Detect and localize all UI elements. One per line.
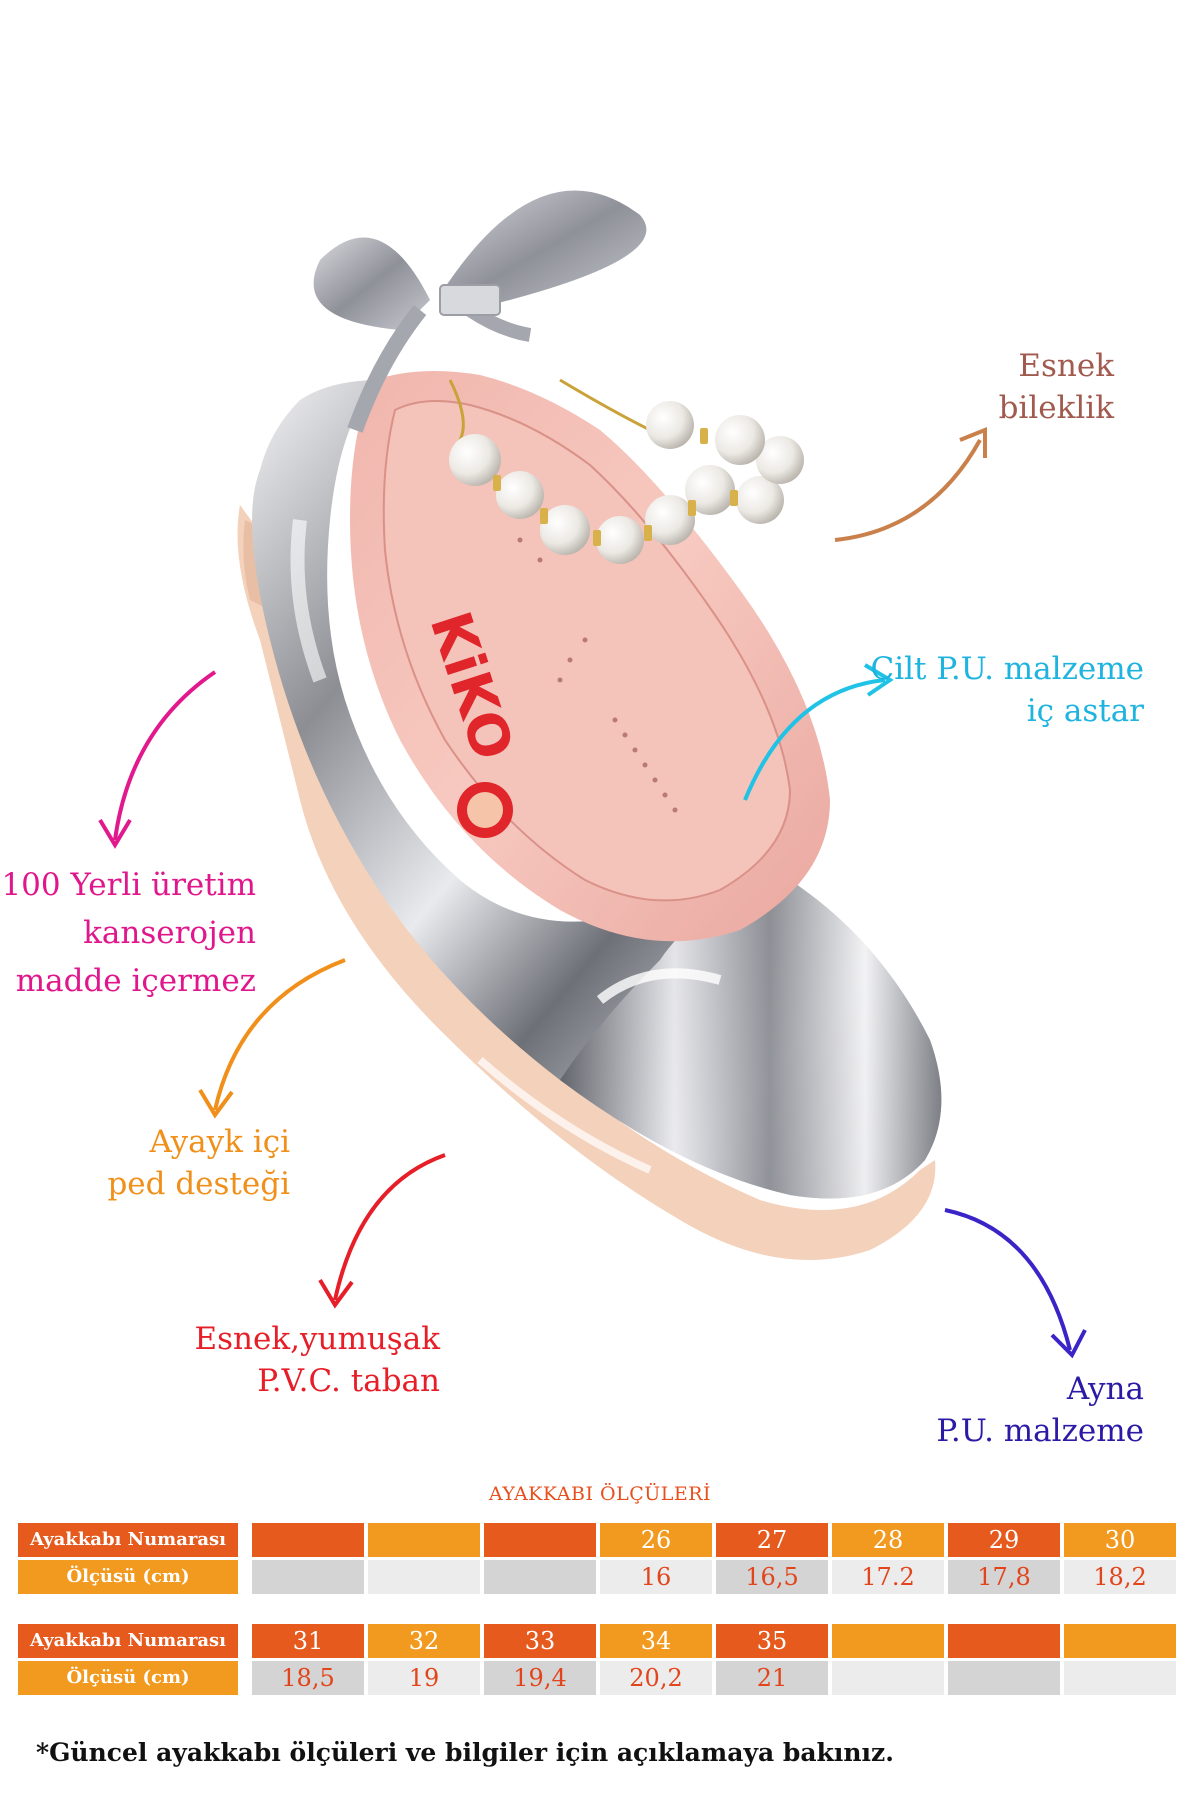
feature-yerli-uretim-line1: %100 Yerli üretim <box>0 867 256 903</box>
size-cm-cell <box>948 1661 1060 1695</box>
size-cm-cell: 16 <box>600 1560 712 1594</box>
size-cm-cell: 16,5 <box>716 1560 828 1594</box>
feature-ayna-pu: Ayna P.U. malzeme <box>936 1368 1144 1452</box>
shoe-illustration: KiKO <box>98 190 1087 1359</box>
size-number-cell <box>832 1624 944 1658</box>
size-table-title: AYAKKABI ÖLÇÜLERİ <box>488 1483 712 1505</box>
size-cm-cell: 17.2 <box>832 1560 944 1594</box>
size-number-cell: 29 <box>948 1523 1060 1557</box>
size-number-cell: 28 <box>832 1523 944 1557</box>
size-number-cell <box>484 1523 596 1557</box>
size-number-cell: 35 <box>716 1624 828 1658</box>
feature-esnek-bileklik-line1: Esnek <box>1018 348 1114 384</box>
size-cm-cell <box>368 1560 480 1594</box>
arrow-ayna-pu <box>944 1208 1087 1359</box>
arrow-esnek-bileklik <box>834 427 987 542</box>
feature-taban-line2: P.V.C. taban <box>257 1363 440 1399</box>
size-cm-cell: 19,4 <box>484 1661 596 1695</box>
row-label-size: Ölçüsü (cm) <box>18 1661 238 1695</box>
row-label-number: Ayakkabı Numarası <box>18 1624 238 1658</box>
pearl-bracelet <box>448 378 804 564</box>
feature-esnek-bileklik: Esnek bileklik <box>999 345 1114 429</box>
size-number-cell: 26 <box>600 1523 712 1557</box>
product-illustration: KiKO <box>0 190 1145 1452</box>
size-cm-cell <box>1064 1661 1176 1695</box>
feature-yerli-uretim-line3: madde içermez <box>15 963 256 999</box>
footnote: *Güncel ayakkabı ölçüleri ve bilgiler iç… <box>36 1738 894 1767</box>
feature-taban: Esnek,yumuşak P.V.C. taban <box>194 1318 440 1402</box>
ribbon-bow <box>313 190 647 433</box>
size-cm-cell: 18,2 <box>1064 1560 1176 1594</box>
size-number-cell: 33 <box>484 1624 596 1658</box>
feature-ped-destegi-line2: ped desteği <box>107 1166 290 1202</box>
feature-taban-line1: Esnek,yumuşak <box>194 1321 440 1357</box>
size-cm-cell <box>484 1560 596 1594</box>
size-cm-cell <box>832 1661 944 1695</box>
size-number-cell: 32 <box>368 1624 480 1658</box>
size-number-cell <box>252 1523 364 1557</box>
size-cm-cell: 21 <box>716 1661 828 1695</box>
row-label-number: Ayakkabı Numarası <box>18 1523 238 1557</box>
feature-ayna-pu-line1: Ayna <box>1066 1371 1144 1407</box>
size-number-cell <box>1064 1624 1176 1658</box>
insole-perforation <box>517 537 678 813</box>
feature-yerli-uretim-line2: kanserojen <box>83 915 256 951</box>
arrow-taban <box>318 1153 446 1309</box>
shoe-upper <box>252 380 942 1199</box>
feature-yerli-uretim: %100 Yerli üretim kanserojen madde içerm… <box>0 861 256 1005</box>
feature-cilt-pu-line2: iç astar <box>1026 693 1144 729</box>
size-cm-cell: 19 <box>368 1661 480 1695</box>
size-cm-cell: 17,8 <box>948 1560 1060 1594</box>
size-cm-cell: 18,5 <box>252 1661 364 1695</box>
arrow-cilt-pu <box>743 663 894 801</box>
size-number-cell <box>368 1523 480 1557</box>
arrow-ped-destegi <box>198 958 346 1119</box>
feature-ped-destegi-line1: Ayayk içi <box>149 1124 290 1160</box>
row-label-size: Ölçüsü (cm) <box>18 1560 238 1594</box>
arrow-yerli-uretim <box>98 670 217 849</box>
size-cm-cell <box>252 1560 364 1594</box>
size-number-cell: 30 <box>1064 1523 1176 1557</box>
size-number-cell <box>948 1624 1060 1658</box>
size-number-cell: 34 <box>600 1624 712 1658</box>
feature-esnek-bileklik-line2: bileklik <box>998 390 1114 426</box>
size-number-cell: 31 <box>252 1624 364 1658</box>
size-cm-cell: 20,2 <box>600 1661 712 1695</box>
feature-cilt-pu: Cilt P.U. malzeme iç astar <box>871 648 1145 732</box>
feature-ayna-pu-line2: P.U. malzeme <box>936 1413 1144 1449</box>
feature-ped-destegi: Ayayk içi ped desteği <box>107 1121 290 1205</box>
feature-cilt-pu-line1: Cilt P.U. malzeme <box>870 651 1145 687</box>
size-number-cell: 27 <box>716 1523 828 1557</box>
